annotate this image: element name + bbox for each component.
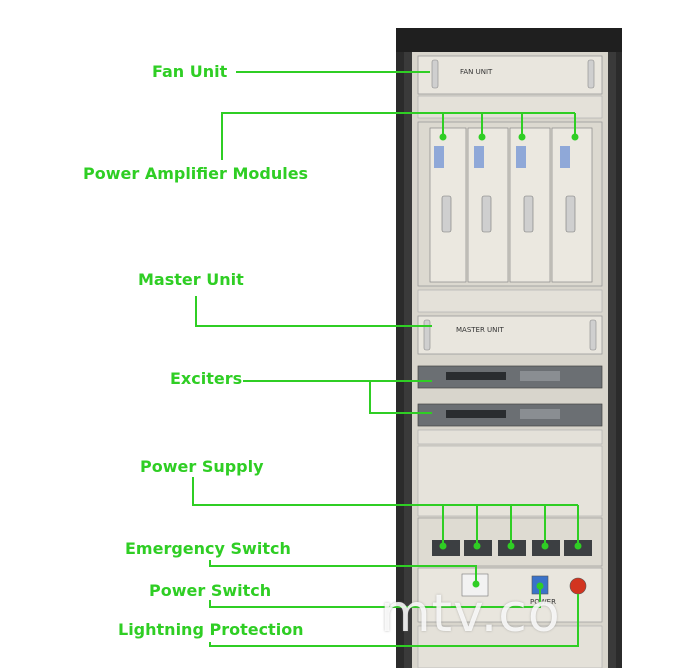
power-panel-text: POWER [530,598,556,606]
leader-exciter-2 [369,381,432,414]
pa-module-4 [551,127,593,283]
leader-endpoint-dots [439,133,582,590]
leader-emergency-switch [209,560,477,584]
label-power-supply: Power Supply [140,457,264,476]
master-unit-panel [417,315,603,355]
leader-power-supply [192,477,578,506]
label-emergency-switch: Emergency Switch [125,539,291,558]
label-fan-unit: Fan Unit [152,62,228,81]
exciter-1 [417,365,603,389]
rack-side-left [404,40,412,668]
leader-lines [192,71,579,647]
pa-module-3 [509,127,551,283]
lightning-protection-button [569,577,587,595]
blank-panel-2 [417,289,603,313]
label-pa-modules: Power Amplifier Modules [83,164,309,183]
leader-master-unit [195,296,432,327]
label-master-unit: Master Unit [138,270,244,289]
leader-lightning-protection [209,594,579,647]
fan-unit-panel [417,55,603,95]
fan-unit-handle-left [431,59,439,89]
master-unit-handle-right [589,319,597,351]
label-exciters: Exciters [170,369,243,388]
rack-side-right [608,40,616,668]
master-unit-handle-left [423,319,431,351]
rack-top [396,28,622,52]
fan-unit-panel-text: FAN UNIT [460,68,493,76]
watermark: mtv.co [380,584,561,644]
label-power-switch: Power Switch [149,581,272,600]
fan-unit-handle-right [587,59,595,89]
blank-panel-3 [417,429,603,445]
switch-panel [417,567,603,623]
exciter-2 [417,403,603,427]
leader-power-switch [209,586,541,608]
pa-module-2 [467,127,509,283]
leader-pa-modules [221,112,575,160]
label-lightning-protection: Lightning Protection [118,620,304,639]
master-unit-panel-text: MASTER UNIT [456,326,504,334]
pa-module-1 [429,127,467,283]
